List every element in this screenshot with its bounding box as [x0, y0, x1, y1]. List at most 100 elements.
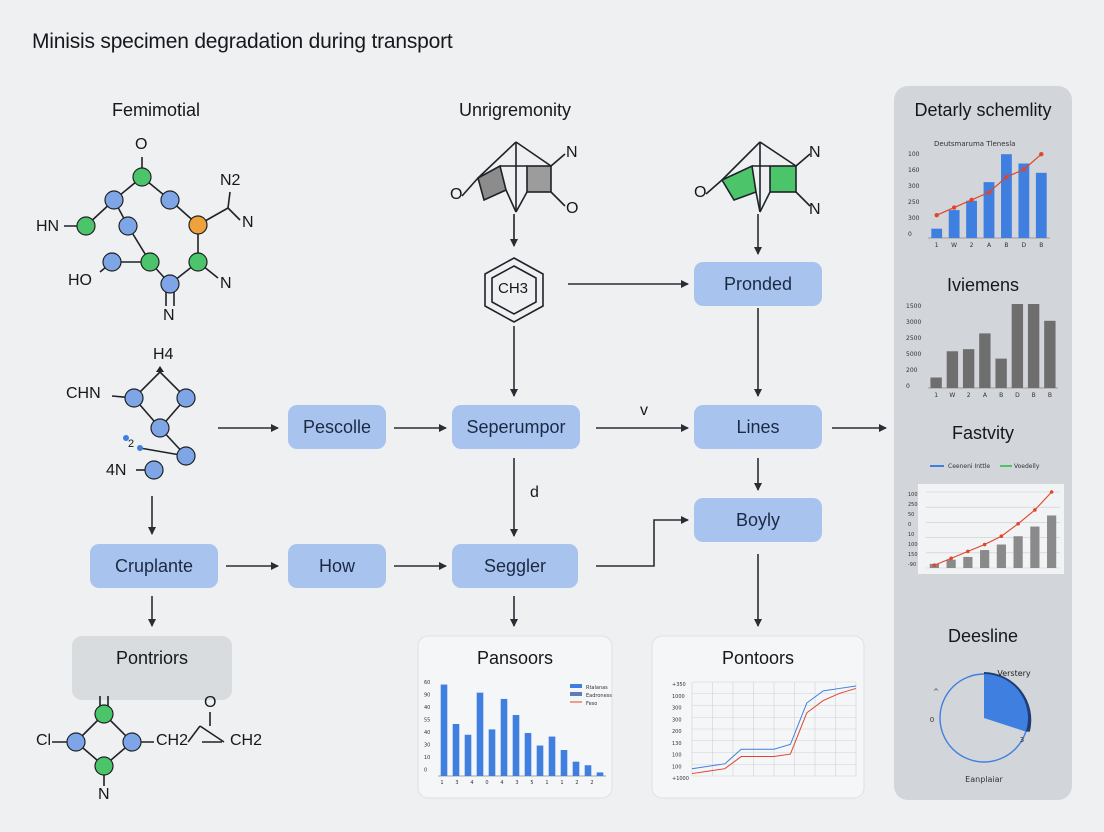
chart0-xtick: B — [1004, 242, 1008, 249]
chart0-title: Deutsmaruma Tlenesla — [934, 140, 1015, 148]
diamond-two: 2 — [128, 438, 135, 450]
chart4-xtick: 0 — [485, 780, 488, 786]
chart2-ytick: 100 — [908, 492, 918, 498]
chart2-ytick: 100 — [908, 542, 918, 548]
chart1-bar — [962, 349, 975, 388]
chart2-point — [1049, 490, 1054, 494]
chart2-line — [934, 491, 1053, 566]
chart2-bar — [963, 556, 973, 568]
chart0-xtick: B — [1039, 242, 1043, 249]
chart5-ytick: +350 — [672, 682, 686, 688]
chart1-ytick: 0 — [906, 383, 910, 390]
bottom-mol-ch2-left: CH2 — [156, 732, 189, 749]
chart2-bar — [996, 544, 1006, 568]
chart4-bar — [452, 724, 460, 776]
chart1-bar — [930, 377, 942, 388]
chart0-point — [934, 212, 939, 218]
chart5-ytick: 100 — [672, 753, 682, 759]
chart1-bar — [979, 333, 991, 388]
right-title-ivemens: Iviemens — [946, 275, 1020, 295]
diamond-chn: CHN — [66, 385, 101, 402]
chart2-ytick: 0 — [908, 522, 911, 528]
chart0-bar — [966, 200, 977, 238]
box-cruplante[interactable]: Cruplante — [90, 544, 218, 588]
chart0-bar — [1001, 154, 1012, 238]
right-mol-n-bottom: N — [809, 201, 821, 218]
chart4-ytick: 0 — [424, 768, 427, 774]
chart0-point — [986, 190, 992, 195]
chart2-point — [932, 563, 937, 568]
chart1-ytick: 1500 — [906, 303, 921, 310]
box-pronded[interactable]: Pronded — [694, 262, 822, 306]
chart4-legend-label: Rtalanas — [586, 685, 608, 691]
left-mol-o: O — [135, 136, 148, 153]
chart4-bar — [464, 734, 472, 776]
chart0-xtick: 1 — [935, 242, 939, 249]
panel-title-pontriors: Pontriors — [115, 648, 189, 668]
chart2-ytick: 150 — [908, 552, 918, 558]
chart1-ytick: 5000 — [906, 351, 921, 358]
box-seggler[interactable]: Seggler — [452, 544, 578, 588]
left-mol-n-right: N — [220, 275, 232, 292]
bottom-molecule-atoms — [66, 704, 142, 776]
chart4-xtick: 4 — [470, 780, 473, 786]
chart2-bar — [946, 559, 956, 568]
chart0-ytick: 300 — [908, 183, 920, 190]
chart1-xtick: D — [1015, 392, 1020, 399]
chart2-bar — [1013, 536, 1023, 568]
chart0-bar — [948, 210, 960, 238]
chart0-ytick: 300 — [908, 215, 920, 222]
chart5-ytick: 1000 — [672, 694, 685, 700]
chart1-xtick: 2 — [967, 392, 971, 399]
chart1-bar — [946, 351, 959, 388]
right-molecule — [705, 141, 811, 213]
diamond-h4: H4 — [153, 346, 174, 363]
chart4-xtick: 4 — [500, 780, 503, 786]
chart5-ytick: +1000 — [672, 776, 689, 782]
chart0-xtick: 2 — [970, 242, 974, 249]
chart0-ytick: 100 — [908, 151, 920, 158]
chart0-bar — [931, 228, 943, 238]
chart5-ytick: 100 — [672, 764, 682, 770]
box-boyly[interactable]: Boyly — [694, 498, 822, 542]
chart2-point — [999, 534, 1004, 539]
box-lines[interactable]: Lines — [694, 405, 822, 449]
bottom-mol-cl: Cl — [36, 732, 52, 749]
chart1-bar — [995, 358, 1007, 388]
chart2-point — [982, 542, 987, 547]
right-mol-o: O — [694, 184, 707, 201]
right-title-fastvity: Fastvity — [951, 423, 1014, 443]
chart2-legend-label: Voedelly — [1014, 463, 1040, 470]
bottom-mol-n: N — [98, 786, 110, 803]
box-seperumpor[interactable]: Seperumpor — [452, 405, 580, 449]
box-pescolle[interactable]: Pescolle — [288, 405, 386, 449]
chart3-series-label: Verstery — [997, 669, 1031, 678]
box-how[interactable]: How — [288, 544, 386, 588]
chart5-ytick: 200 — [672, 729, 682, 735]
chart1-bar — [1011, 304, 1024, 388]
chart4-bar — [512, 715, 520, 776]
chart4-legend-label: Feso — [586, 701, 597, 707]
chart1-xtick: B — [1048, 392, 1052, 399]
chart4-bar — [488, 729, 496, 776]
chart2-ytick: 250 — [908, 502, 918, 508]
section-left-heading: Femimotial — [111, 100, 200, 120]
benzene-label: CH3 — [498, 280, 529, 297]
chart4-bar — [536, 745, 544, 776]
flow-arrows — [148, 214, 887, 627]
chart0-xtick: D — [1022, 242, 1027, 249]
chart1-xtick: A — [983, 392, 988, 399]
chart0-bar — [1018, 163, 1030, 238]
chart0-bar — [1035, 172, 1047, 238]
right-title-deesline: Deesline — [947, 626, 1019, 646]
chart1-xtick: B — [1032, 392, 1036, 399]
panel-title-pontoors: Pontoors — [721, 648, 795, 668]
chart2-legend-label: Ceeneni Inttle — [948, 463, 990, 470]
